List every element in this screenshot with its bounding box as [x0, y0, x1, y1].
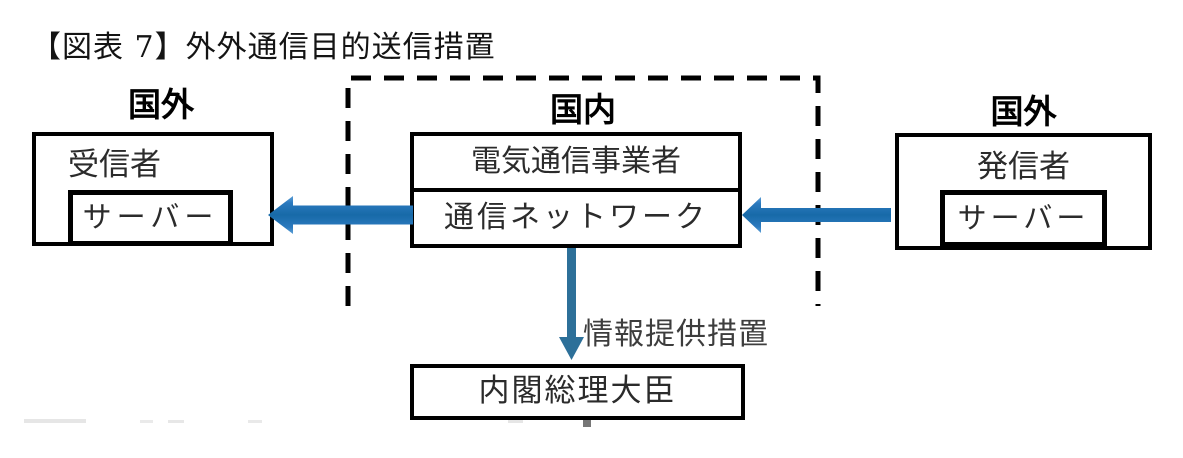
arrow-left-to-receiver-icon — [268, 196, 413, 234]
network-label: 通信ネットワーク — [444, 200, 708, 235]
receiver-label: 受信者 — [68, 147, 161, 183]
region-label-domestic: 国内 — [550, 90, 616, 129]
sender-box: 発信者 サーバー — [895, 133, 1152, 250]
sender-server-box: サーバー — [940, 190, 1107, 247]
scan-artifact — [140, 420, 153, 423]
receiver-server-label: サーバー — [82, 200, 219, 234]
receiver-box: 受信者 サーバー — [32, 132, 274, 246]
scan-artifact — [248, 420, 262, 423]
carrier-network-stack: 電気通信事業者 通信ネットワーク — [410, 132, 742, 248]
arrow-left-from-sender-icon — [742, 197, 891, 233]
figure-title: 【図表 7】外外通信目的送信措置 — [31, 30, 496, 65]
carrier-cell: 電気通信事業者 — [414, 136, 738, 188]
info-provision-label: 情報提供措置 — [583, 317, 769, 352]
scan-artifact — [168, 420, 184, 423]
scan-artifact — [24, 419, 86, 423]
network-cell: 通信ネットワーク — [414, 188, 738, 244]
sender-server-label: サーバー — [957, 201, 1090, 235]
region-label-overseas-right: 国外 — [990, 92, 1057, 131]
scan-artifact — [508, 420, 523, 423]
receiver-server-box: サーバー — [68, 190, 233, 246]
carrier-label: 電気通信事業者 — [471, 144, 681, 179]
scan-artifact — [583, 420, 591, 427]
region-label-overseas-left: 国外 — [128, 85, 194, 124]
arrow-down-info-icon — [559, 248, 584, 360]
sender-label: 発信者 — [977, 149, 1070, 185]
minister-label: 内閣総理大臣 — [478, 373, 677, 409]
minister-box: 内閣総理大臣 — [410, 364, 745, 420]
